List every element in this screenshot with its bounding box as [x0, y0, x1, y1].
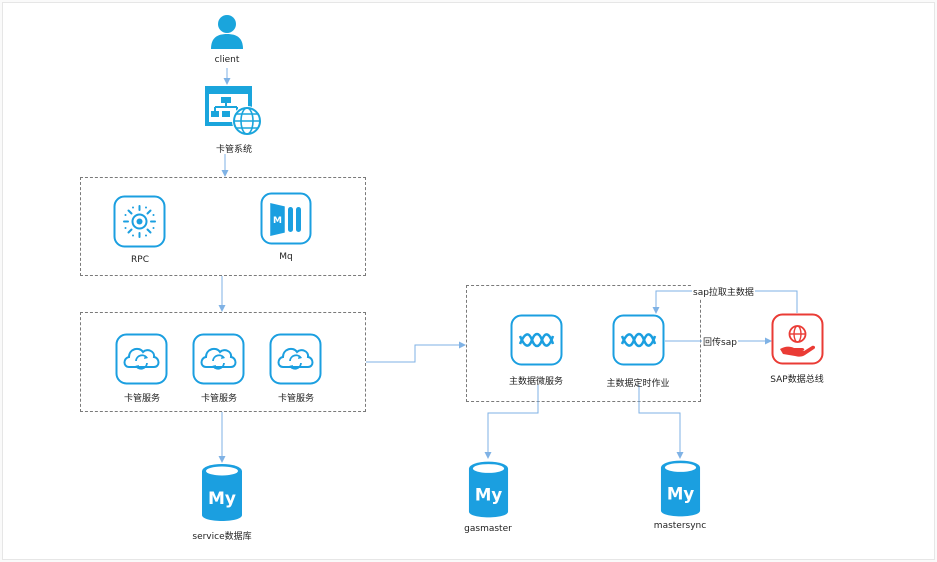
mysql-database-icon: My	[202, 464, 242, 521]
cloud-sync-icon	[269, 333, 322, 385]
edge-micro-to-gasmaster	[484, 385, 539, 459]
master-scheduled-job-node	[612, 314, 665, 366]
mysql-database-icon: My	[660, 460, 701, 517]
master-micro-service-node	[510, 314, 563, 366]
svg-text:My: My	[475, 486, 503, 505]
mastersync-db-node: My	[659, 459, 702, 519]
mq-node: M	[260, 192, 312, 245]
wave-service-icon	[612, 314, 665, 366]
card-system-node	[203, 84, 263, 138]
mq-glyph: M	[273, 216, 282, 226]
svg-text:My: My	[667, 485, 695, 504]
service-db-label: service数据库	[192, 532, 252, 542]
card-service-label-1: 卡管服务	[123, 394, 161, 404]
svg-text:My: My	[208, 489, 236, 509]
sap-bus-label: SAP数据总线	[770, 375, 824, 385]
card-service-node-2	[192, 333, 245, 385]
master-data-group	[466, 285, 701, 402]
cloud-sync-icon	[192, 333, 245, 385]
gasmaster-label: gasmaster	[464, 524, 512, 534]
user-icon	[211, 15, 243, 49]
mastersync-label: mastersync	[653, 521, 707, 531]
message-queue-icon: M	[260, 192, 312, 245]
service-db-node: My	[200, 463, 244, 523]
mysql-database-icon: My	[468, 461, 509, 518]
client-node	[210, 14, 244, 50]
edge-services-to-master	[366, 341, 466, 363]
edge-job-to-mastersync	[638, 385, 684, 459]
card-service-label-3: 卡管服务	[277, 394, 315, 404]
card-service-node-1	[115, 333, 168, 385]
mq-label: Mq	[279, 252, 293, 262]
master-micro-service-label: 主数据微服务	[508, 377, 564, 387]
card-system-label: 卡管系统	[215, 145, 253, 155]
rpc-icon	[113, 195, 166, 248]
client-label: client	[214, 55, 240, 65]
gateway-group	[80, 177, 366, 276]
master-scheduled-job-label: 主数据定时作业	[606, 379, 670, 389]
card-service-group	[80, 312, 366, 412]
wave-service-icon	[510, 314, 563, 366]
card-service-node-3	[269, 333, 322, 385]
sap-bus-node	[771, 313, 824, 365]
globe-hand-icon	[771, 313, 824, 365]
rpc-label: RPC	[131, 255, 149, 265]
cloud-sync-icon	[115, 333, 168, 385]
rpc-node	[113, 195, 166, 248]
web-sitemap-icon	[205, 86, 262, 136]
edge-label-sap-pull: sap拉取主数据	[692, 285, 755, 298]
gasmaster-db-node: My	[467, 460, 510, 520]
edge-label-sap-push-back: 回传sap	[702, 335, 738, 348]
card-service-label-2: 卡管服务	[200, 394, 238, 404]
